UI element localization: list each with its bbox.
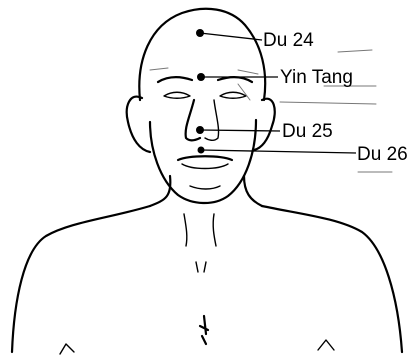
hairline-right	[238, 70, 258, 74]
chest-mark-right	[318, 340, 334, 350]
left-eyebrow	[158, 77, 192, 82]
mouth-upper	[178, 156, 232, 160]
mouth-lower	[182, 164, 228, 169]
head-illustration	[127, 9, 392, 203]
du24-label: Du 24	[263, 30, 314, 51]
neck-right	[244, 176, 262, 206]
neck-left	[150, 176, 170, 206]
nose	[186, 100, 200, 140]
right-shoulder	[262, 206, 402, 352]
du25-leader	[200, 130, 280, 131]
left-shoulder	[12, 206, 150, 352]
du26-label: Du 26	[357, 144, 408, 165]
sternum-mark	[200, 316, 208, 344]
right-eyebrow	[218, 77, 252, 82]
hairline-left	[150, 68, 168, 70]
right-collarbone	[213, 214, 216, 246]
head-outline	[139, 9, 265, 100]
right-eye	[220, 92, 246, 98]
yintang-label: Yin Tang	[280, 67, 353, 88]
sketch-line-1	[338, 50, 372, 52]
chin	[190, 186, 220, 189]
sternum-notch	[196, 262, 206, 272]
sketch-line-3	[280, 102, 376, 104]
left-eye	[164, 92, 190, 98]
right-ear	[254, 99, 275, 150]
left-collarbone	[184, 214, 187, 246]
left-ear	[127, 97, 150, 152]
acupoints: Du 24 Yin Tang Du 25 Du 26	[196, 29, 408, 165]
du26-leader	[201, 150, 356, 153]
du25-label: Du 25	[282, 121, 333, 142]
chest-mark-left	[60, 344, 74, 354]
nose-right	[205, 100, 219, 140]
